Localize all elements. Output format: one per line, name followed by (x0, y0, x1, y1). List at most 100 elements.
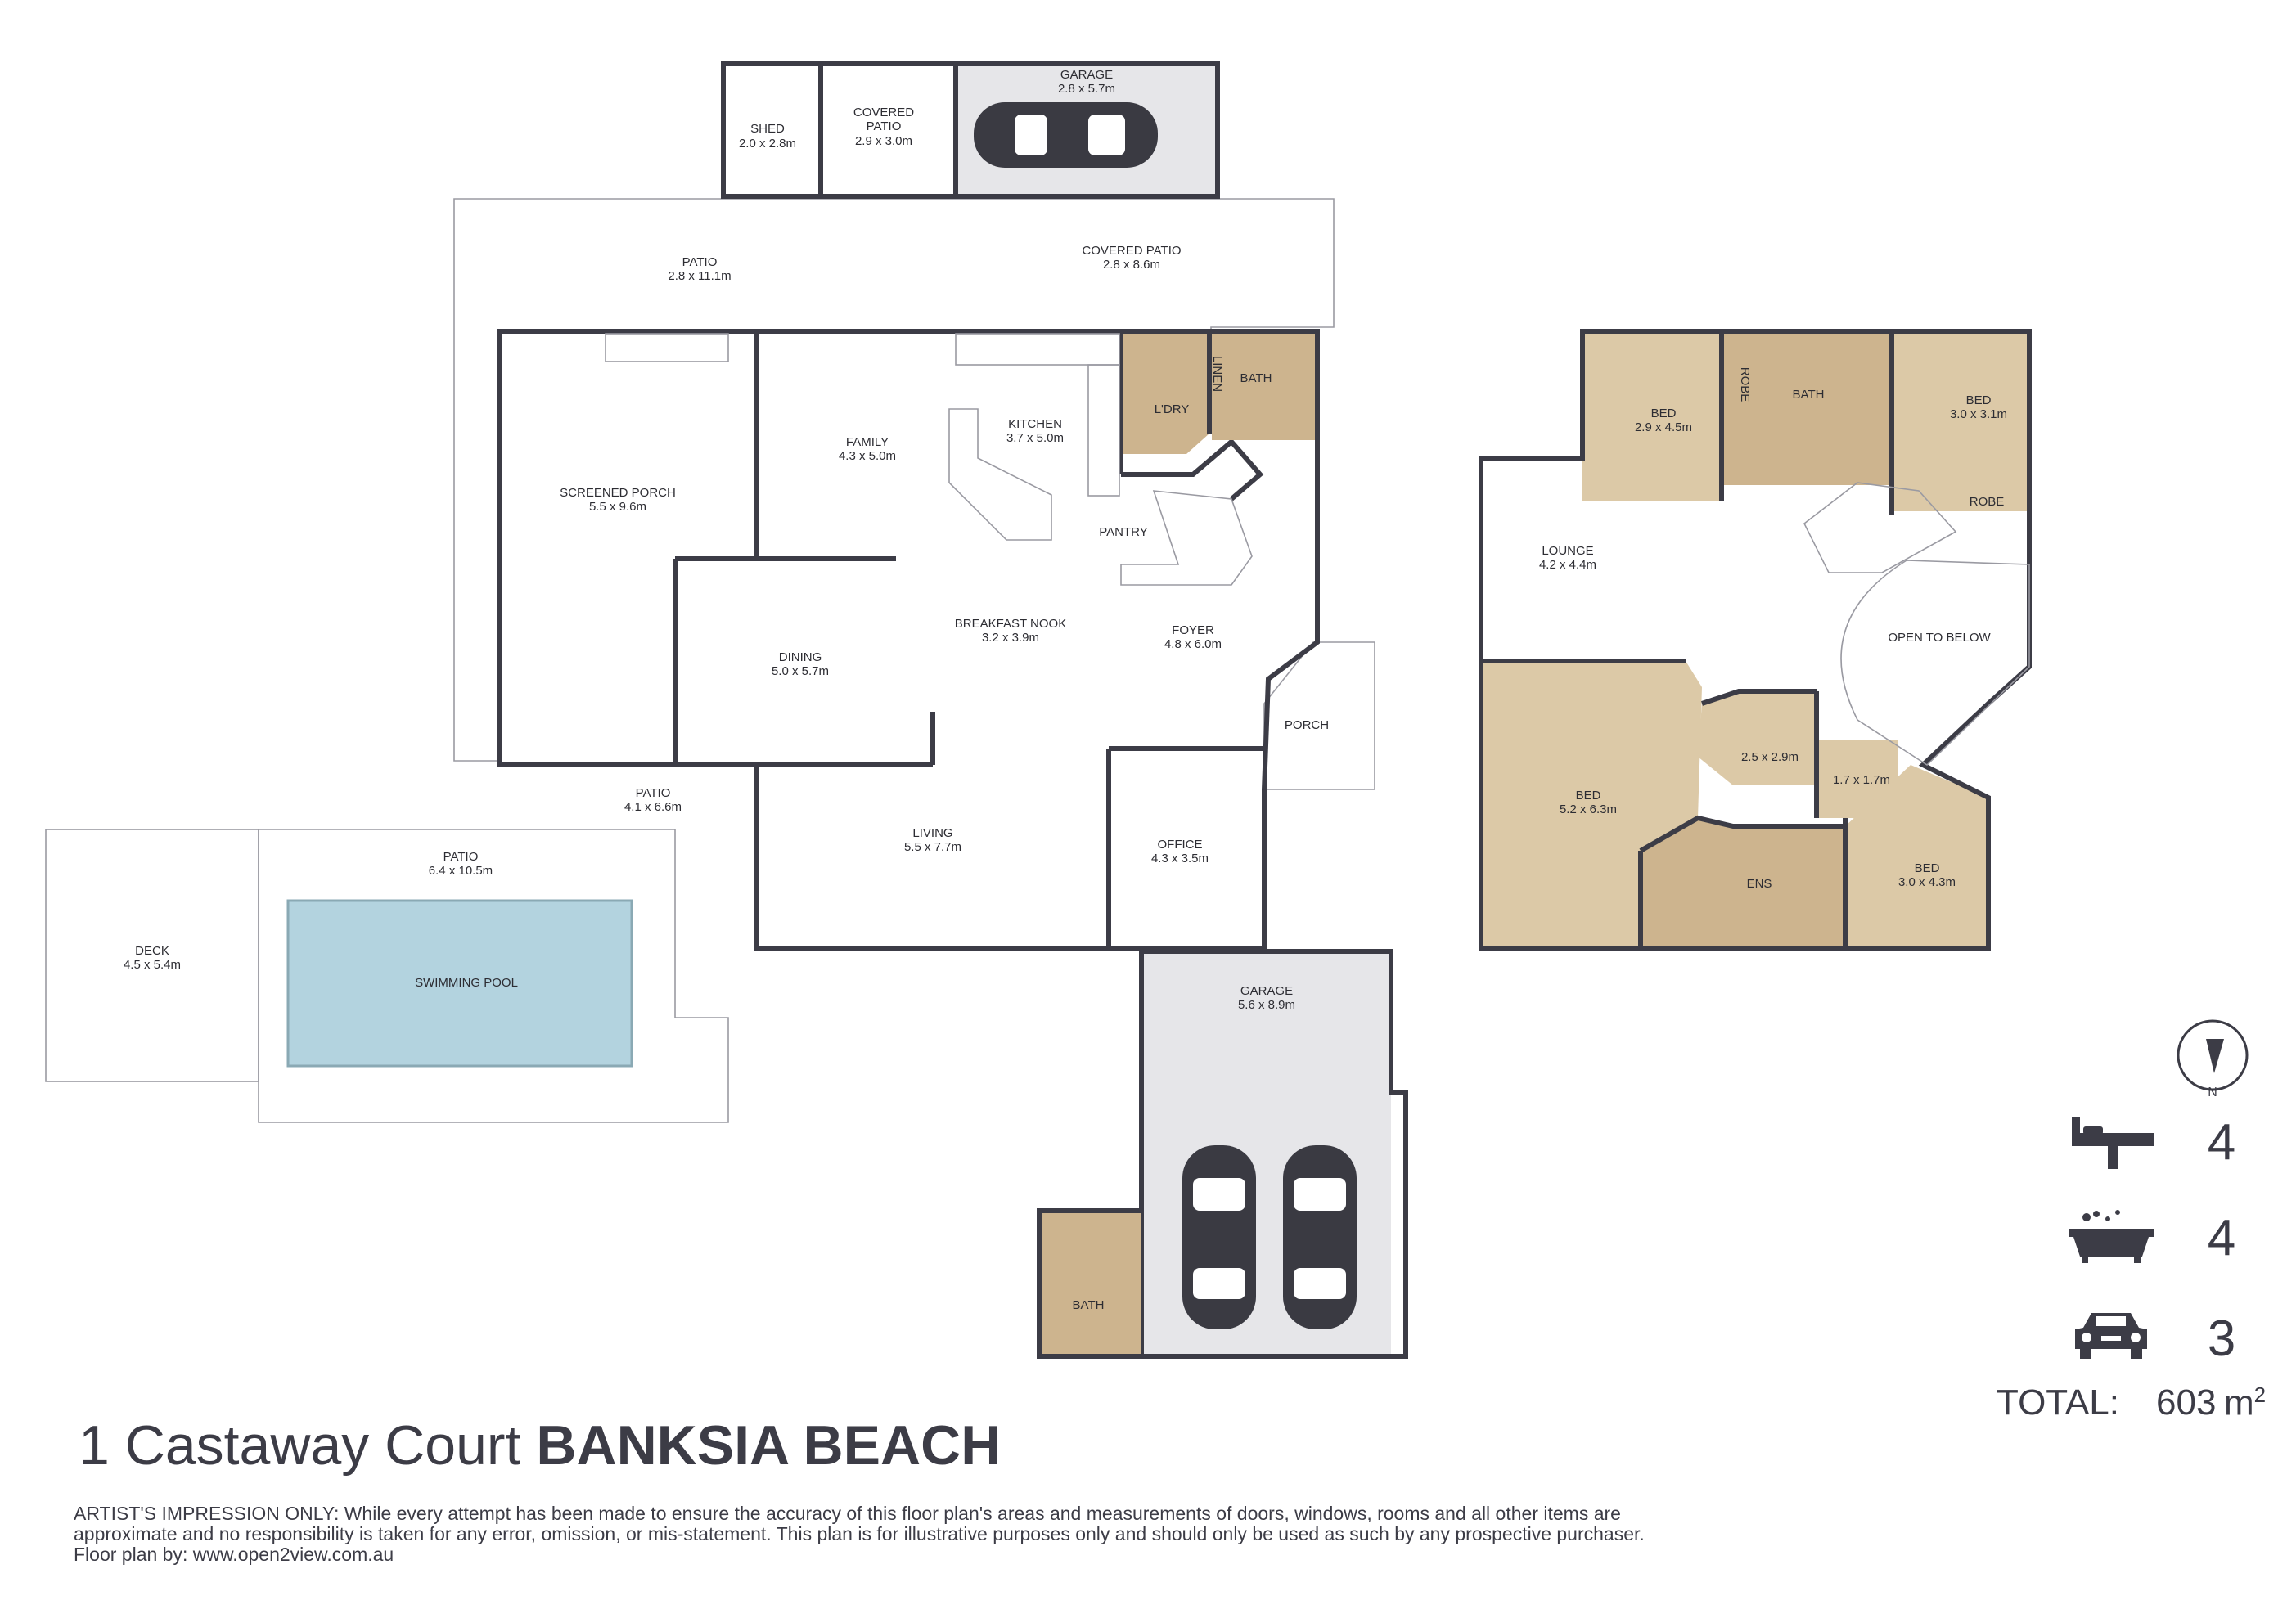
shed-label: SHED (750, 122, 785, 136)
bed-icon (2062, 1108, 2160, 1174)
kitchen-bench-top (955, 333, 1120, 366)
kitchen-label: KITCHEN (1008, 417, 1062, 431)
office-dim: 4.3 x 3.5m (1151, 852, 1209, 865)
small-room-dim: 1.7 x 1.7m (1833, 773, 1890, 787)
ens-floor (1641, 818, 1845, 949)
bath-count: 4 (2207, 1210, 2236, 1266)
deck-label: DECK (135, 944, 169, 958)
total-label: TOTAL: (1997, 1382, 2119, 1423)
office-label: OFFICE (1158, 838, 1203, 852)
screened-porch-label: SCREENED PORCH (560, 486, 676, 500)
screened-porch-bench (605, 333, 729, 362)
patio-pool-label: PATIO (443, 850, 479, 864)
upper-floor-walls (1479, 329, 2032, 951)
breakfast-label: BREAKFAST NOOK (955, 617, 1066, 631)
bed-upper-left-dim: 2.9 x 4.5m (1635, 420, 1692, 434)
kitchen-dim: 3.7 x 5.0m (1006, 431, 1064, 445)
total-value: 603 (2156, 1382, 2217, 1423)
walkin-floor (1698, 691, 1817, 785)
bed-master-floor (1481, 661, 1702, 949)
breakfast-dim: 3.2 x 3.9m (982, 631, 1039, 645)
family-dim: 4.3 x 5.0m (839, 449, 896, 463)
lounge-dim: 4.2 x 4.4m (1539, 558, 1596, 572)
garage-top-dim: 2.8 x 5.7m (1058, 82, 1115, 96)
garage-main-dim: 5.6 x 8.9m (1238, 998, 1295, 1012)
upper-floor: BED 2.9 x 4.5m ROBE BATH BED 3.0 x 3.1m … (1479, 329, 2032, 951)
lounge-label: LOUNGE (1542, 544, 1593, 558)
robe-upper-right-label: ROBE (1970, 495, 2005, 509)
bed-lower-right-floor (1845, 765, 1988, 949)
bed-upper-right-label: BED (1966, 393, 1992, 407)
walkin-dim: 2.5 x 2.9m (1741, 750, 1799, 764)
car-garage-right (1283, 1145, 1357, 1329)
bath-ground-floor (1212, 334, 1315, 440)
patio-outline (453, 198, 1335, 762)
bath-ground-label: BATH (1240, 371, 1272, 385)
living-label: LIVING (912, 826, 952, 840)
bed-upper-right-dim: 3.0 x 3.1m (1950, 407, 2007, 421)
deck-outline (45, 829, 259, 1082)
foyer-dim: 4.8 x 6.0m (1164, 637, 1222, 651)
garage-main-label: GARAGE (1240, 984, 1293, 998)
deck-dim: 4.5 x 5.4m (124, 958, 181, 972)
robe-upper-left-label: ROBE (1738, 367, 1752, 402)
car-garage-left (1182, 1145, 1256, 1329)
ground-stair (1120, 490, 1253, 586)
car-top-garage (974, 102, 1158, 168)
ground-floor: SHED 2.0 x 2.8m COVERED PATIO 2.9 x 3.0m… (45, 61, 1408, 1359)
ldry-label: L'DRY (1155, 402, 1190, 416)
pool-label: SWIMMING POOL (415, 976, 518, 990)
disclaimer-line-2: approximate and no responsibility is tak… (74, 1523, 1645, 1544)
pantry-label: PANTRY (1099, 525, 1147, 539)
screened-porch-dim: 5.5 x 9.6m (589, 500, 646, 514)
foyer-label: FOYER (1172, 623, 1214, 637)
bed-upper-left-floor (1582, 331, 1722, 501)
open-to-below-curve (1840, 560, 2030, 767)
patio-pool-dim: 6.4 x 10.5m (429, 864, 493, 878)
family-label: FAMILY (846, 435, 889, 449)
garage-top-label: GARAGE (1060, 68, 1113, 82)
disclaimer-line-3: Floor plan by: www.open2view.com.au (74, 1544, 394, 1565)
car-count-stat: 3 (2062, 1305, 2258, 1370)
covered-patio-small-dim: 2.9 x 3.0m (855, 134, 912, 148)
ens-label: ENS (1747, 877, 1772, 891)
bed-lower-right-label: BED (1915, 861, 1940, 875)
compass-icon: N (2172, 1018, 2253, 1099)
linen-label: LINEN (1210, 356, 1224, 392)
bath-garage-label: BATH (1073, 1298, 1105, 1312)
compass-letter: N (2208, 1086, 2217, 1099)
disclaimer: ARTIST'S IMPRESSION ONLY: While every at… (74, 1504, 1808, 1565)
bath-upper-label: BATH (1793, 388, 1825, 402)
bed-master-dim: 5.2 x 6.3m (1560, 803, 1617, 816)
disclaimer-line-1: ARTIST'S IMPRESSION ONLY: While every at… (74, 1503, 1621, 1524)
bed-count-stat: 4 (2062, 1108, 2258, 1174)
bed-master-label: BED (1576, 789, 1601, 803)
dining-dim: 5.0 x 5.7m (772, 664, 829, 678)
shed-dim: 2.0 x 2.8m (739, 137, 796, 151)
laundry-floor (1123, 334, 1209, 454)
bath-count-stat: 4 (2062, 1204, 2258, 1270)
total-unit: m2 (2224, 1382, 2267, 1423)
bath-icon (2062, 1204, 2160, 1270)
bath-garage-floor (1039, 1211, 1141, 1356)
patio-side-dim: 4.1 x 6.6m (624, 800, 682, 814)
covered-patio-dim: 2.8 x 8.6m (1103, 258, 1160, 272)
kitchen-bench-side (1087, 364, 1120, 497)
patio-side-label: PATIO (636, 786, 671, 800)
car-count: 3 (2207, 1311, 2236, 1367)
open-below-label: OPEN TO BELOW (1888, 631, 1991, 645)
bed-upper-left-label: BED (1651, 407, 1677, 420)
swimming-pool (286, 899, 633, 1068)
bed-lower-right-dim: 3.0 x 4.3m (1898, 875, 1956, 889)
covered-patio-small-label: COVERED (853, 106, 914, 119)
dining-label: DINING (779, 650, 822, 664)
patio-top-label: PATIO (682, 255, 718, 269)
car-icon (2062, 1305, 2160, 1370)
porch-outline (1263, 641, 1375, 790)
bed-upper-right-floor (1892, 331, 2028, 511)
upper-stair (1803, 482, 1957, 573)
address-street: 1 Castaway Court (79, 1414, 521, 1477)
covered-patio-small-label2: PATIO (867, 119, 902, 133)
kitchen-island (948, 408, 1052, 541)
patio-top-dim: 2.8 x 11.1m (668, 269, 731, 283)
